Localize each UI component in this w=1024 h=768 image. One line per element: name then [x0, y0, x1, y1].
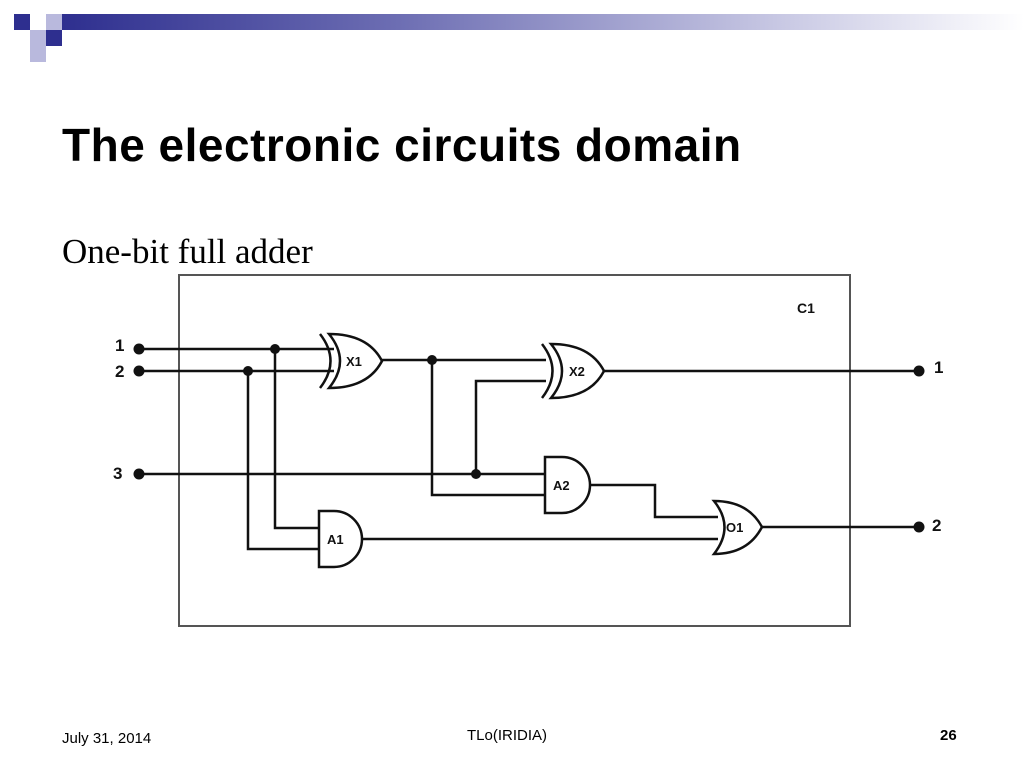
gates: X1 X2 A2 A1 O1 — [317, 332, 764, 569]
gate-a2: A2 — [543, 455, 592, 515]
footer-page-number: 26 — [940, 727, 957, 744]
slide-subtitle: One-bit full adder — [62, 232, 313, 271]
header-square-light — [30, 30, 46, 46]
header-square-light — [30, 46, 46, 62]
gate-label-a2: A2 — [553, 478, 570, 493]
circuit-box — [178, 274, 851, 627]
output-label-2: 2 — [932, 516, 941, 535]
circuit-box-label: C1 — [797, 300, 815, 316]
junction-dots — [133, 343, 925, 533]
footer-date: July 31, 2014 — [62, 730, 152, 747]
input-label-2: 2 — [115, 362, 124, 381]
gate-label-a1: A1 — [327, 532, 344, 547]
gate-label-x2: X2 — [569, 364, 585, 379]
header-gradient-bar — [62, 14, 1024, 30]
gate-o1: O1 — [711, 499, 764, 556]
wires — [139, 347, 919, 551]
header-square-light — [46, 14, 62, 30]
gate-label-o1: O1 — [726, 520, 743, 535]
header-square-dark — [14, 14, 30, 30]
input-label-1: 1 — [115, 336, 124, 355]
gate-label-x1: X1 — [346, 354, 362, 369]
output-label-1: 1 — [934, 358, 943, 377]
input-label-3: 3 — [113, 464, 122, 483]
footer-center: TLo(IRIDIA) — [467, 727, 548, 744]
slide-title: The electronic circuits domain — [62, 119, 742, 171]
gate-x1: X1 — [319, 332, 384, 390]
header-square-dark — [46, 30, 62, 46]
gate-x2: X2 — [541, 342, 606, 400]
gate-a1: A1 — [317, 509, 364, 569]
